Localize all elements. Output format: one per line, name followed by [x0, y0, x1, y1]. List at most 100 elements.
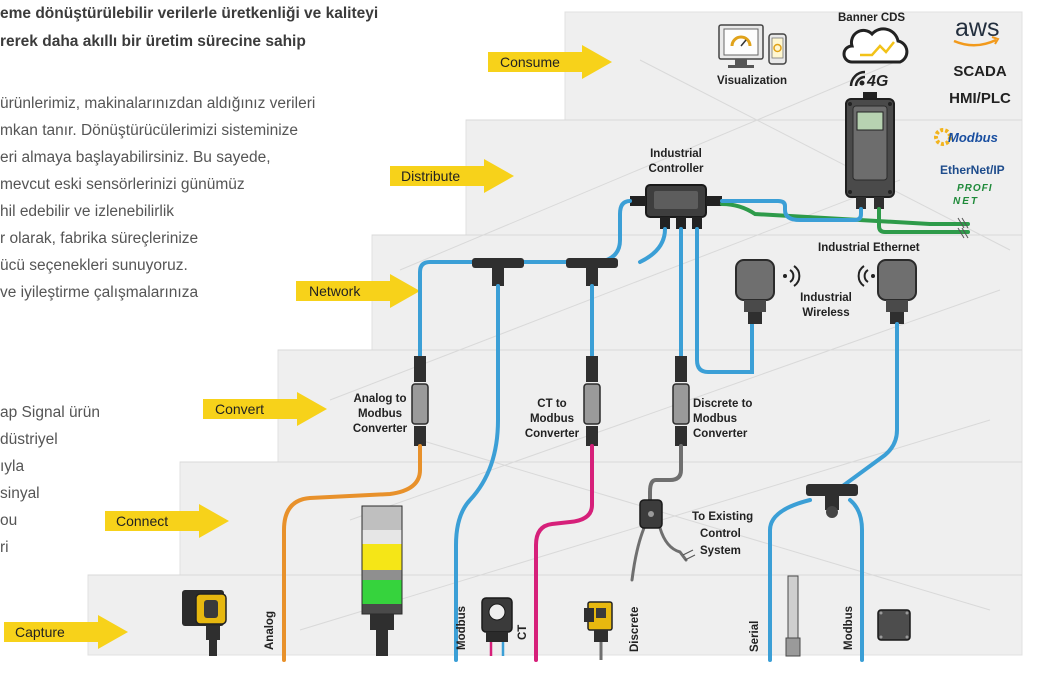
stage-arrow-connect: Connect: [105, 504, 229, 538]
cable-label-modbus-2: Modbus: [843, 606, 855, 650]
ethernet-ip-logo: EtherNet/IP: [940, 163, 1005, 177]
intro-paragraph1-line: mevcut eski sensörlerinizi günümüz: [0, 176, 245, 193]
discrete-sensor-icon: [584, 601, 613, 660]
wireless-node-icon: [857, 259, 917, 324]
cable-label-modbus: Modbus: [456, 606, 468, 650]
intro-paragraph1-line: hil edebilir ve izlenebilirlik: [0, 203, 175, 220]
network-tee-connector: [472, 258, 618, 286]
cable-label-ct: CT: [517, 625, 529, 640]
svg-text:PROFI: PROFI: [957, 183, 993, 194]
converter-icon: [411, 356, 429, 446]
intro-paragraph1-line: eri almaya başlayabilirsiniz. Bu sayede,: [0, 149, 271, 166]
cable-discrete-gray: [648, 444, 683, 502]
existing-system-label: To Existing: [692, 511, 753, 523]
svg-text:NET: NET: [953, 196, 979, 207]
existing-system-label: Control: [700, 528, 741, 540]
cable-analog-orange: [282, 444, 422, 662]
stage-arrow-consume: Consume: [488, 45, 612, 79]
converter-icon: [583, 356, 601, 446]
industrial-wireless-label: Wireless: [802, 307, 849, 319]
stage-label-consume: Consume: [500, 54, 560, 70]
existing-system-label: System: [700, 545, 741, 557]
analog-converter-label: Converter: [353, 423, 408, 435]
stage-label-network: Network: [309, 283, 361, 299]
profinet-logo: PROFI NET: [953, 183, 993, 207]
stage-arrow-convert: Convert: [203, 392, 327, 426]
phone-icon: [768, 33, 787, 65]
discrete-tee-connector: [639, 499, 663, 529]
industrial-controller-label: Controller: [649, 163, 704, 175]
intro-paragraph1-line: mkan tanır. Dönüştürücülerimizi sistemin…: [0, 122, 299, 139]
cable-label-serial: Serial: [749, 621, 761, 652]
svg-text:Modbus: Modbus: [948, 130, 998, 145]
controller-hub-icon: [630, 184, 722, 229]
ct-clamp-icon: [481, 597, 513, 656]
modbus-logo: Modbus: [934, 128, 998, 146]
intro-paragraph2-line: sinyal: [0, 485, 40, 502]
intro-paragraph1-line: r olarak, fabrika süreçlerinize: [0, 230, 199, 247]
cable-existing-system: [658, 526, 688, 562]
cable-break-marks: [957, 217, 969, 239]
industrial-controller-label: Industrial: [650, 148, 702, 160]
cable-discrete-down: [630, 526, 646, 582]
intro-heading-line-2: rerek daha akıllı bir üretim sürecine sa…: [0, 33, 306, 50]
existing-system-break-marks: [682, 549, 696, 561]
cable-modbus-branch: [454, 284, 500, 662]
stage-label-connect: Connect: [116, 513, 168, 529]
cable-wireless-modbus: [838, 322, 899, 490]
stage-arrow-capture: Capture: [4, 615, 128, 649]
discrete-converter-label: Modbus: [693, 413, 737, 425]
ct-converter-label: Modbus: [530, 413, 574, 425]
cable-controller-wireless: [695, 227, 754, 374]
discrete-converter-label: Discrete to: [693, 398, 752, 410]
tower-light-icon: [361, 505, 403, 656]
intro-paragraph1-line: ücü seçenekleri sunuyoruz.: [0, 257, 188, 274]
cell-4g-label: 4G: [866, 73, 888, 90]
photo-sensor-icon: [182, 590, 227, 656]
intro-paragraph2-line: ap Signal ürün: [0, 404, 100, 421]
intro-paragraph1-line: ürünlerimiz, makinalarınızdan aldığınız …: [0, 95, 316, 112]
banner-cds-label: Banner CDS: [838, 12, 905, 24]
stage-label-convert: Convert: [215, 401, 264, 417]
cable-serial-blue: [768, 498, 812, 662]
vibration-sensor-icon: [877, 609, 911, 641]
cable-network-blue: [418, 199, 632, 342]
stage-arrow-network: Network: [296, 274, 420, 308]
stage-label-capture: Capture: [15, 624, 65, 640]
modbus-tee-connector: [806, 484, 858, 518]
cable-ct-magenta: [534, 444, 594, 662]
cell-signal-icon: 4G: [849, 70, 888, 90]
aws-arrow-icon: [991, 36, 1000, 45]
wireless-node-icon: [735, 259, 801, 324]
cable-controller-ct: [638, 227, 667, 264]
cable-ethernet-green: [720, 202, 970, 226]
intro-paragraph2-line: düstriyel: [0, 431, 58, 448]
ct-converter-label: Converter: [525, 428, 580, 440]
intro-heading-line-1: eme dönüştürülebilir verilerle üretkenli…: [0, 5, 379, 22]
analog-converter-label: Modbus: [358, 408, 402, 420]
intro-text: eme dönüştürülebilir verilerle üretkenli…: [0, 0, 440, 683]
stage-label-distribute: Distribute: [401, 168, 460, 184]
aws-smile-icon: [953, 38, 997, 47]
intro-paragraph2-line: ri: [0, 539, 9, 556]
cable-label-analog: Analog: [264, 611, 276, 650]
scada-label: SCADA: [953, 63, 1007, 80]
cable-gateway-blue: [720, 199, 863, 222]
cable-gateway-green: [877, 207, 970, 234]
discrete-converter-label: Converter: [693, 428, 748, 440]
cloud-icon: [842, 27, 909, 64]
intro-paragraph2-line: ıyla: [0, 458, 25, 475]
analog-converter-label: Analog to: [353, 393, 406, 405]
intro-paragraph1-line: ve iyileştirme çalışmalarınıza: [0, 284, 199, 301]
visualization-label: Visualization: [717, 75, 787, 87]
cable-modbus2-blue: [848, 498, 864, 662]
industrial-wireless-label: Industrial: [800, 292, 852, 304]
converter-icon: [672, 356, 690, 446]
industrial-ethernet-label: Industrial Ethernet: [818, 242, 920, 254]
monitor-icon: [718, 24, 764, 68]
hmi-plc-label: HMI/PLC: [949, 90, 1011, 107]
temperature-probe-icon: [785, 575, 801, 657]
ct-converter-label: CT to: [537, 398, 566, 410]
intro-paragraph2-line: ou: [0, 512, 18, 529]
